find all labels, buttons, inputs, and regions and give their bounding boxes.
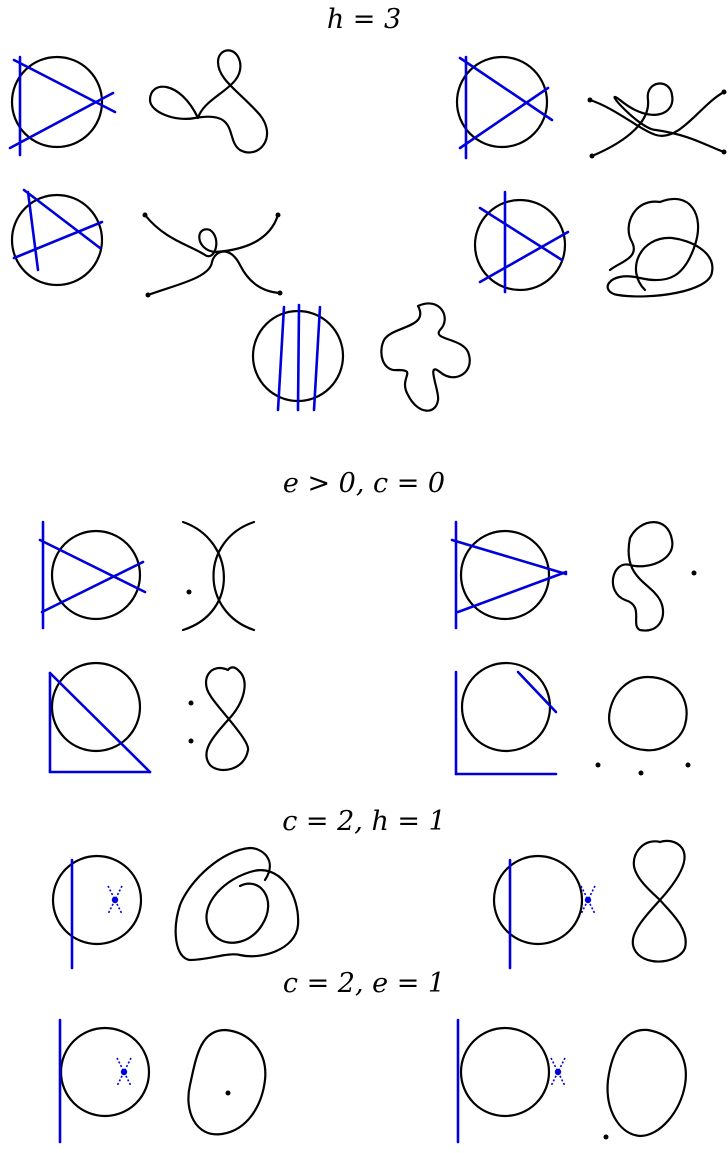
curve-8: [188, 666, 250, 772]
curve-12: [187, 1028, 267, 1136]
section-label-c2-e1: c = 2, e = 1: [282, 968, 446, 999]
node-marker: [107, 885, 123, 915]
curve-9: [595, 675, 691, 776]
line-arrangement-8: [48, 661, 152, 774]
curve-7: [611, 521, 697, 632]
line-arrangement-5: [251, 303, 345, 412]
curve-13: [603, 1028, 687, 1140]
curve-2: [587, 82, 727, 159]
curve-11: [631, 839, 687, 963]
line-arrangement-2: [455, 55, 554, 160]
section-label-c2-h1: c = 2, h = 1: [282, 806, 446, 837]
curve-10: [174, 846, 300, 962]
node-marker: [116, 1057, 132, 1087]
curve-5: [380, 302, 471, 412]
section-label-h3: h = 3: [326, 4, 402, 35]
curve-6: [181, 520, 256, 632]
curve-3: [142, 212, 283, 298]
section-label-e-c0: e > 0, c = 0: [282, 468, 446, 499]
line-arrangement-10: [51, 854, 143, 970]
line-arrangement-4: [473, 190, 570, 294]
curve-1: [148, 49, 268, 154]
line-arrangement-3: [10, 188, 104, 287]
curve-4: [606, 197, 714, 298]
line-arrangement-13: [456, 1018, 566, 1144]
node-marker: [550, 1057, 566, 1087]
line-arrangement-9: [454, 661, 558, 776]
line-arrangement-7: [450, 520, 568, 630]
line-arrangement-6: [38, 520, 147, 630]
line-arrangement-12: [58, 1018, 151, 1144]
line-arrangement-1: [8, 55, 117, 157]
line-arrangement-11: [492, 854, 596, 970]
node-marker: [580, 885, 596, 915]
